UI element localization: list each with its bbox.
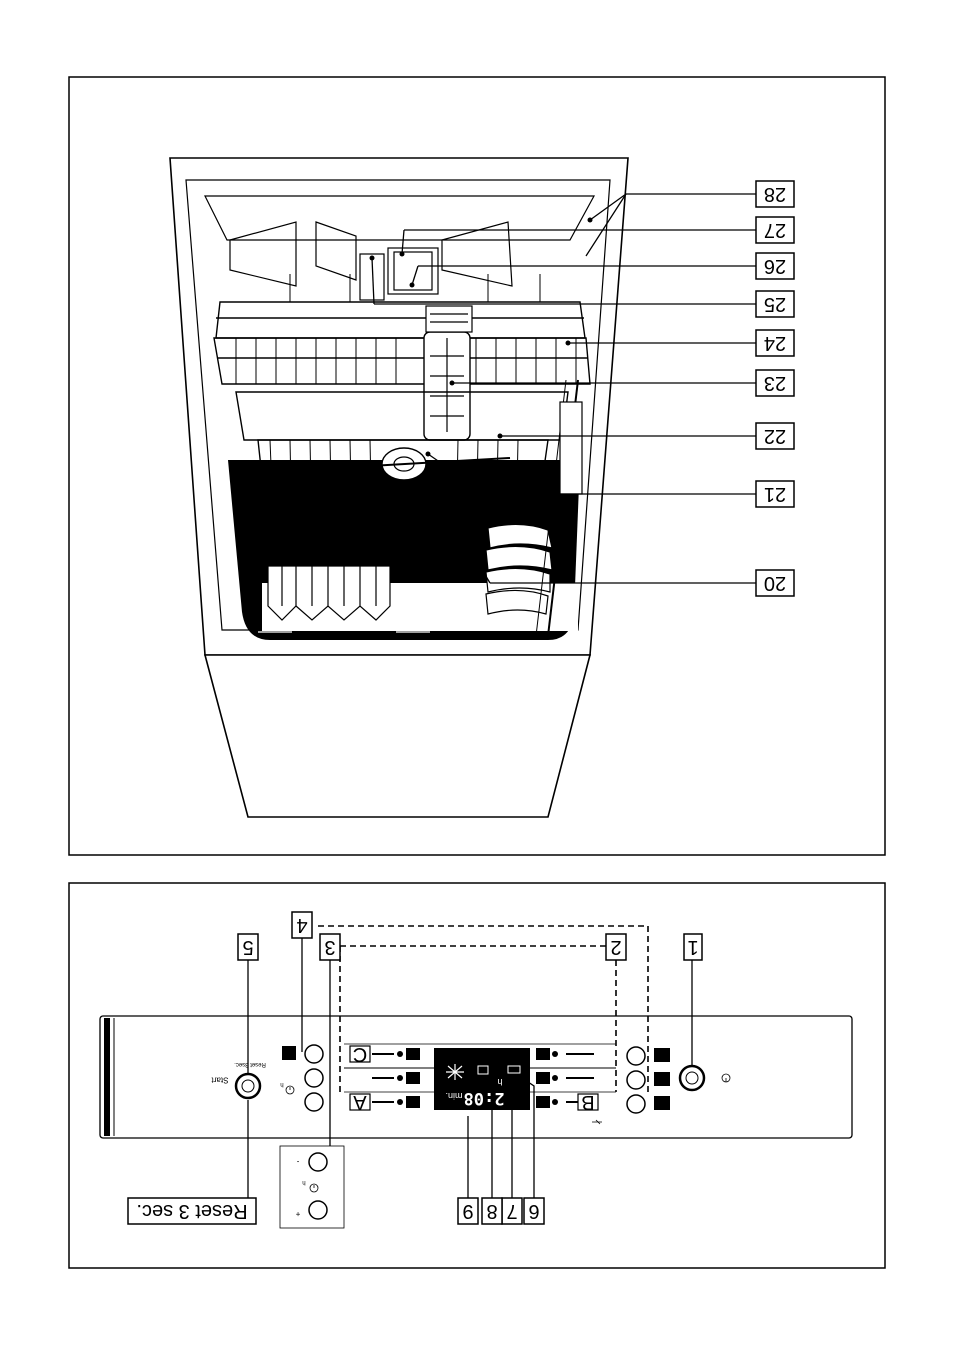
start-small-label: Reset 3sec.	[234, 1061, 266, 1067]
callout-8-label: 8	[486, 1200, 497, 1222]
lcd-display: 2:08 min. h	[434, 1048, 530, 1110]
display-h: h	[497, 1077, 502, 1087]
key-b-label: B	[581, 1091, 594, 1113]
callout-1: 1	[684, 934, 702, 960]
callout-23: 23	[756, 370, 794, 396]
power-button[interactable]	[680, 1066, 704, 1090]
callout-2-label: 2	[610, 936, 621, 958]
callout-25: 25	[756, 291, 794, 317]
callout-20: 20	[756, 570, 794, 596]
callout-6-label: 6	[528, 1200, 539, 1222]
callout-26: 26	[756, 253, 794, 279]
dishwasher-illustration	[170, 158, 628, 817]
button-3-lower[interactable]	[305, 1093, 323, 1111]
callout-28: 28	[756, 181, 794, 207]
callout-5-label: 5	[242, 936, 253, 958]
callout-27: 27	[756, 217, 794, 243]
callout-23-label: 23	[764, 372, 786, 394]
callout-4-label: 4	[296, 914, 307, 936]
callout-9: 9	[458, 1198, 478, 1224]
button-3-upper[interactable]	[305, 1069, 323, 1087]
display-min: min.	[445, 1091, 462, 1101]
inset-h-label: h	[302, 1179, 305, 1185]
start-label: Start	[211, 1076, 229, 1085]
plus-label: +	[295, 1210, 300, 1219]
callout-7: 7	[502, 1198, 522, 1224]
reset-callout: Reset 3 sec.	[128, 1198, 256, 1224]
key-c-label: C	[353, 1043, 367, 1065]
callout-2: 2	[606, 934, 626, 960]
callout-3-label: 3	[324, 936, 335, 958]
callout-4: 4	[292, 912, 312, 938]
callout-24: 24	[756, 330, 794, 356]
callout-22-label: 22	[764, 425, 786, 447]
callout-25-label: 25	[764, 293, 786, 315]
minus-label: -	[296, 1158, 299, 1167]
callout-24-label: 24	[764, 332, 786, 354]
callout-26-label: 26	[764, 255, 786, 277]
plus-button[interactable]	[309, 1201, 327, 1219]
callout-6: 6	[524, 1198, 544, 1224]
callout-27-label: 27	[764, 219, 786, 241]
reset-callout-label: Reset 3 sec.	[136, 1200, 247, 1222]
callout-28-label: 28	[764, 183, 786, 205]
callout-5: 5	[238, 934, 258, 960]
callout-21-label: 21	[764, 483, 786, 505]
upper-callouts: 28 27 26 25 24 23 22 21	[756, 181, 794, 596]
start-button[interactable]	[236, 1074, 260, 1098]
callout-21: 21	[756, 481, 794, 507]
callout-1-label: 1	[687, 936, 698, 958]
key-a-label: A	[353, 1091, 367, 1113]
sun-icon	[446, 1064, 464, 1080]
panel-h-label: h	[280, 1081, 283, 1087]
callout-8: 8	[482, 1198, 502, 1224]
timer-inset: - + h	[280, 1146, 344, 1228]
callout-9-label: 9	[462, 1200, 473, 1222]
callout-20-label: 20	[764, 572, 786, 594]
callout-7-label: 7	[506, 1200, 517, 1222]
display-time: 2:08	[464, 1088, 505, 1108]
callout-22: 22	[756, 423, 794, 449]
callout-3: 3	[320, 934, 340, 960]
minus-button[interactable]	[309, 1153, 327, 1171]
